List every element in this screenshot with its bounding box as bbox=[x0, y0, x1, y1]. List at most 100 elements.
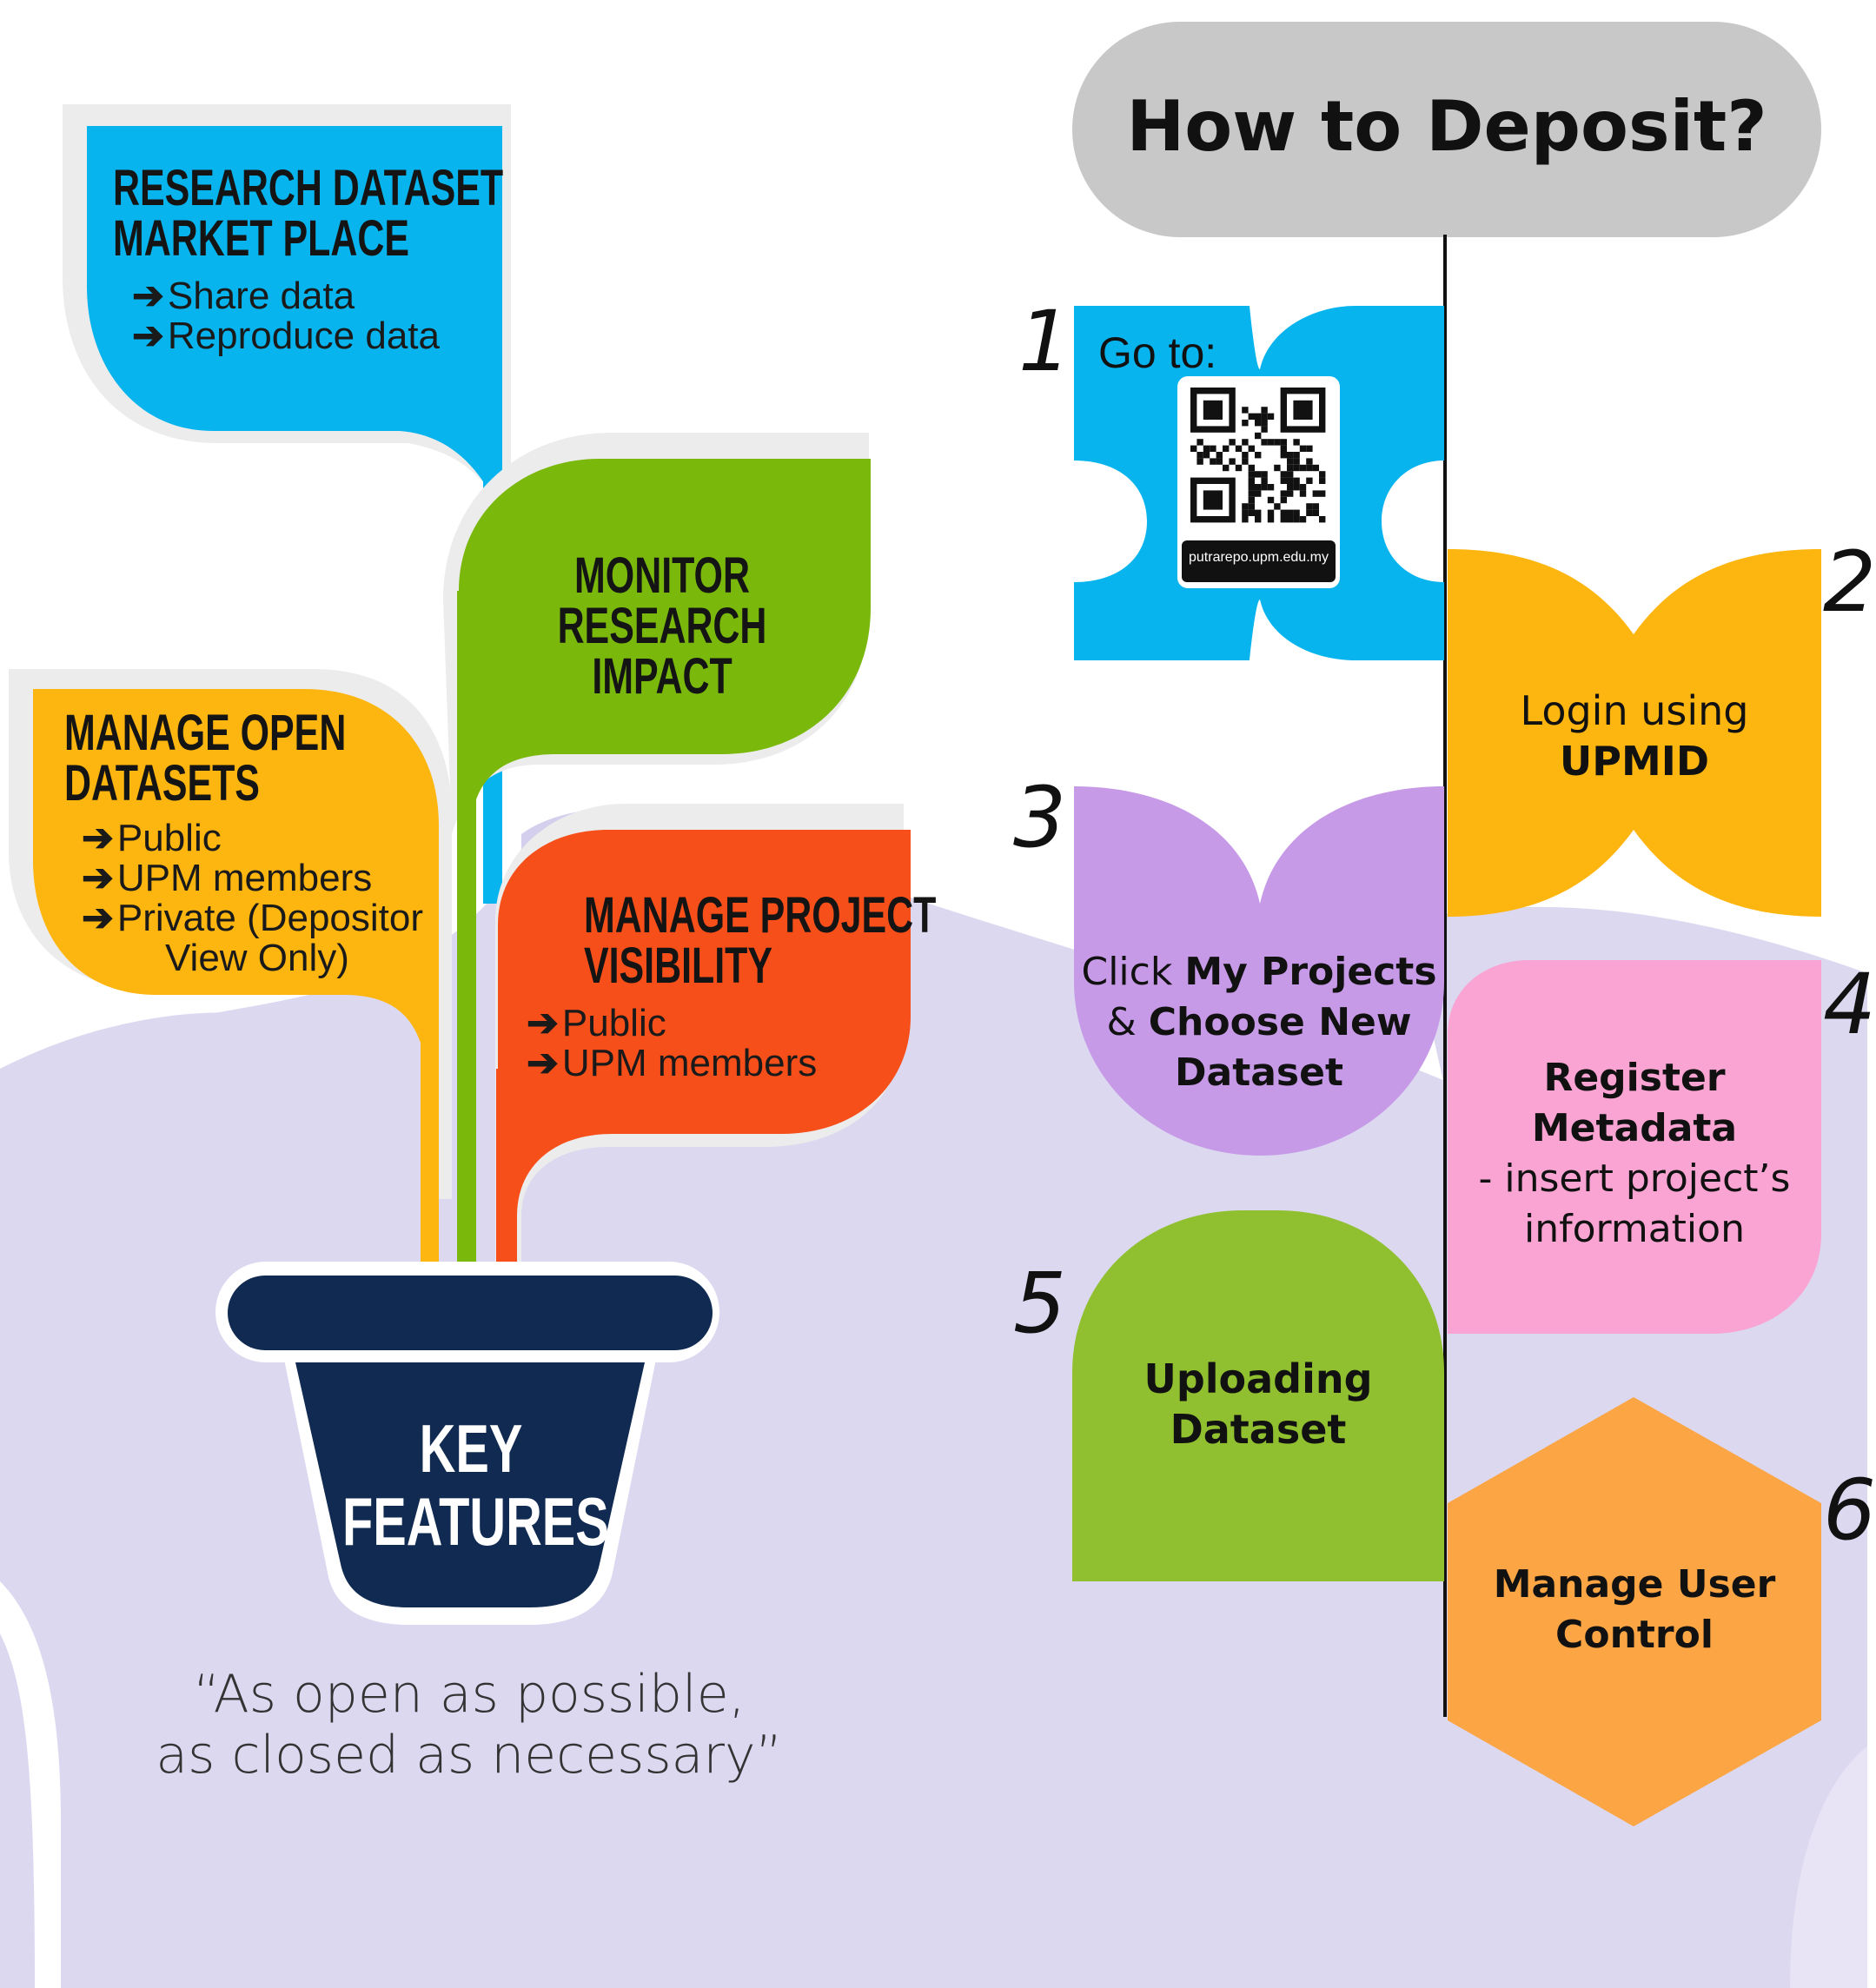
blob-left-edge bbox=[0, 1633, 35, 1988]
qr-module bbox=[1203, 445, 1210, 452]
leaf-impact-title-line1: MONITOR bbox=[574, 547, 750, 604]
qr-module bbox=[1216, 452, 1223, 459]
qr-module bbox=[1261, 426, 1268, 433]
qr-module bbox=[1248, 490, 1255, 497]
leaf-visibility-title-line1: MANAGE PROJECT bbox=[584, 887, 937, 944]
qr-module bbox=[1267, 516, 1275, 523]
qr-module bbox=[1306, 503, 1313, 510]
qr-module bbox=[1293, 477, 1300, 484]
qr-module bbox=[1287, 464, 1294, 472]
quote-line2: as closed as necessary” bbox=[156, 1725, 783, 1786]
qr-module bbox=[1312, 490, 1319, 497]
qr-module bbox=[1274, 439, 1281, 446]
qr-module bbox=[1319, 516, 1326, 523]
qr-module bbox=[1319, 477, 1326, 484]
list-item-continued: View Only) bbox=[165, 937, 349, 979]
qr-module bbox=[1280, 509, 1287, 516]
qr-module bbox=[1287, 516, 1294, 523]
qr-module bbox=[1293, 484, 1300, 491]
leaf-visibility-title: MANAGE PROJECT VISIBILITY bbox=[584, 891, 936, 991]
arrow-right-icon: ➔ bbox=[132, 275, 164, 317]
qr-module bbox=[1248, 464, 1255, 472]
qr-module bbox=[1261, 407, 1268, 414]
qr-module bbox=[1248, 484, 1255, 491]
step6-number: 6 bbox=[1823, 1461, 1876, 1559]
qr-module bbox=[1274, 503, 1281, 510]
qr-module bbox=[1248, 445, 1255, 452]
arrow-right-icon: ➔ bbox=[82, 857, 114, 899]
qr-module bbox=[1229, 439, 1236, 446]
leaf-blue bbox=[87, 126, 502, 521]
step1-number: 1 bbox=[1018, 293, 1072, 390]
qr-module bbox=[1255, 516, 1262, 523]
qr-module bbox=[1242, 503, 1249, 510]
step3-bold1: My Projects bbox=[1184, 950, 1437, 994]
leaf-impact-title: MONITOR RESEARCH IMPACT bbox=[527, 551, 798, 702]
qr-module bbox=[1293, 509, 1300, 516]
step5-number: 5 bbox=[1013, 1255, 1067, 1352]
step4-bold1: Register bbox=[1543, 1056, 1726, 1100]
step3-shape bbox=[1074, 786, 1444, 1156]
qr-module bbox=[1267, 496, 1275, 504]
qr-module bbox=[1287, 484, 1294, 491]
qr-module bbox=[1287, 452, 1294, 459]
leaf-marketplace-list: ➔Share data ➔Reproduce data bbox=[132, 276, 440, 356]
step4-line4: information bbox=[1524, 1207, 1745, 1251]
qr-module bbox=[1242, 439, 1249, 446]
qr-module bbox=[1203, 452, 1210, 459]
qr-module bbox=[1299, 516, 1307, 523]
qr-module bbox=[1280, 439, 1287, 446]
qr-caption-bar bbox=[1182, 540, 1336, 582]
step6-shape bbox=[1448, 1397, 1821, 1826]
step5-bold2: Dataset bbox=[1170, 1406, 1347, 1453]
qr-module bbox=[1216, 458, 1223, 465]
list-item: ➔Share data bbox=[132, 275, 355, 317]
qr-module bbox=[1306, 464, 1313, 472]
qr-module bbox=[1210, 445, 1216, 452]
qr-module bbox=[1293, 439, 1300, 446]
pot-label-line2: FEATURES bbox=[342, 1483, 609, 1560]
qr-module bbox=[1203, 400, 1223, 420]
qr-module bbox=[1293, 452, 1300, 459]
qr-module bbox=[1287, 458, 1294, 465]
qr-module bbox=[1242, 452, 1249, 459]
qr-module bbox=[1255, 490, 1262, 497]
qr-module bbox=[1242, 420, 1249, 427]
list-item: ➔Reproduce data bbox=[132, 315, 440, 357]
qr-module bbox=[1255, 484, 1262, 491]
qr-module bbox=[1280, 490, 1287, 497]
qr-module bbox=[1242, 407, 1249, 414]
qr-module bbox=[1293, 516, 1300, 523]
step4-text: Register Metadata - insert project’s inf… bbox=[1448, 1053, 1821, 1255]
step5-shape bbox=[1072, 1210, 1444, 1581]
step6-bold1: Manage User bbox=[1493, 1562, 1776, 1607]
qr-module bbox=[1267, 484, 1275, 491]
qr-module bbox=[1306, 445, 1313, 452]
qr-module bbox=[1287, 477, 1294, 484]
qr-module bbox=[1261, 439, 1268, 446]
step4-line3: - insert project’s bbox=[1478, 1156, 1791, 1201]
pot bbox=[215, 1262, 719, 1625]
qr-module bbox=[1312, 464, 1319, 472]
qr-module bbox=[1280, 471, 1287, 478]
step3-bold2: Choose New bbox=[1148, 1000, 1412, 1044]
leaf-open-title: MANAGE OPEN DATASETS bbox=[64, 708, 346, 809]
timeline-line bbox=[1443, 235, 1447, 1717]
qr-module bbox=[1242, 516, 1249, 523]
qr-module bbox=[1197, 458, 1203, 465]
step2-shape bbox=[1448, 549, 1821, 917]
qr-module bbox=[1319, 471, 1326, 478]
leaf-visibility-title-line2: VISIBILITY bbox=[584, 938, 773, 994]
qr-module bbox=[1261, 413, 1268, 420]
qr-module bbox=[1267, 509, 1275, 516]
pot-label-line1: KEY bbox=[419, 1410, 523, 1487]
leaf-marketplace-title: RESEARCH DATASET MARKET PLACE bbox=[113, 163, 503, 264]
step3-number: 3 bbox=[1013, 769, 1067, 866]
leaf-visibility-list: ➔Public ➔UPM members bbox=[527, 1004, 817, 1083]
qr-module bbox=[1248, 413, 1255, 420]
step4-number: 4 bbox=[1823, 956, 1876, 1053]
list-item: ➔Public bbox=[527, 1002, 666, 1044]
deposit-graphics bbox=[1072, 22, 1821, 1826]
step2-line2: UPMID bbox=[1559, 738, 1710, 785]
